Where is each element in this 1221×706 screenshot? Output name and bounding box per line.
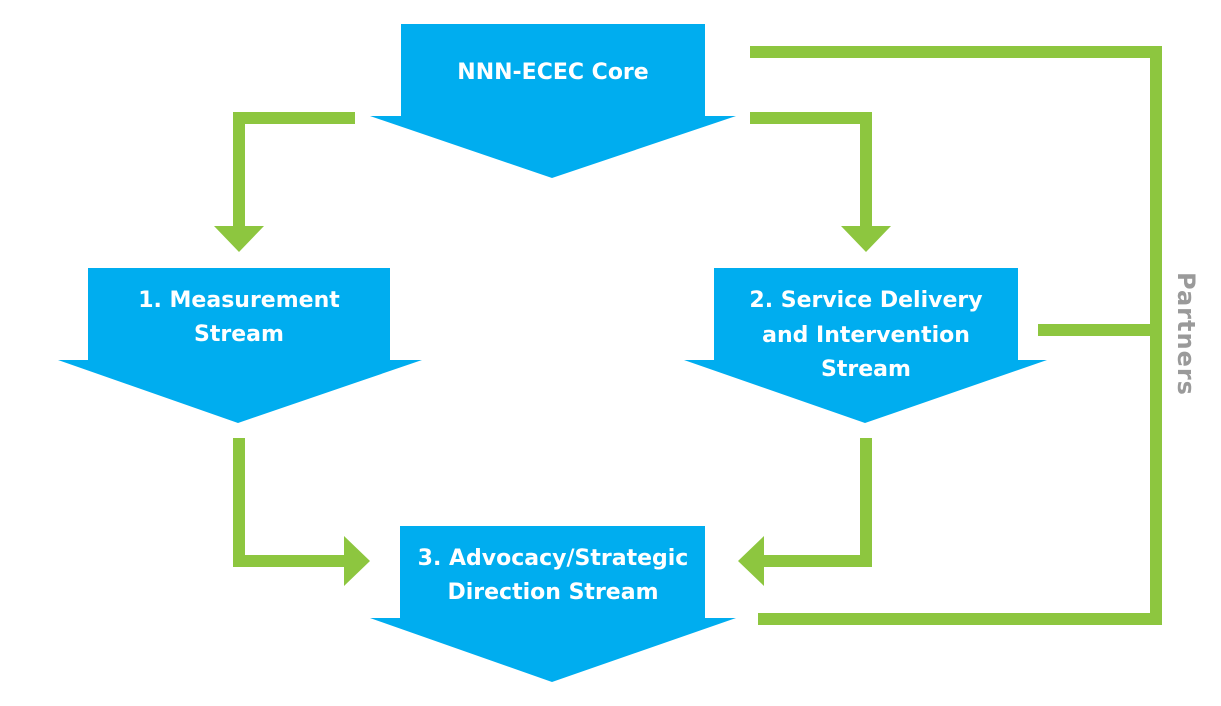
connectors (214, 46, 1162, 625)
measurement-label-line1: 1. Measurement (138, 288, 340, 313)
connector-core-to-service (750, 112, 872, 232)
advocacy-arrow-shape (370, 526, 736, 682)
core-arrow-shape (370, 24, 736, 178)
service-arrow-shape (684, 268, 1047, 423)
measurement-arrow-shape (58, 268, 422, 423)
arrowhead-to-measurement (214, 226, 264, 252)
arrowhead-measurement-to-advocacy (344, 536, 370, 586)
node-service-delivery: 2. Service Delivery and Intervention Str… (684, 268, 1047, 423)
advocacy-label-line2: Direction Stream (447, 580, 658, 605)
connector-service-to-advocacy (758, 438, 872, 567)
advocacy-label-line1: 3. Advocacy/Strategic (418, 546, 689, 571)
node-core: NNN-ECEC Core (370, 24, 736, 178)
connector-core-to-measurement (233, 112, 355, 232)
node-advocacy: 3. Advocacy/Strategic Direction Stream (370, 526, 736, 682)
core-label: NNN-ECEC Core (457, 60, 648, 85)
node-measurement: 1. Measurement Stream (58, 268, 422, 423)
service-label-line3: Stream (821, 357, 911, 382)
service-label-line2: and Intervention (762, 323, 970, 348)
arrowhead-to-service (841, 226, 891, 252)
measurement-label-line2: Stream (194, 322, 284, 347)
arrowhead-service-to-advocacy (738, 536, 764, 586)
connector-measurement-to-advocacy (233, 438, 350, 567)
partners-label: Partners (1172, 272, 1200, 396)
service-label-line1: 2. Service Delivery (749, 288, 982, 313)
